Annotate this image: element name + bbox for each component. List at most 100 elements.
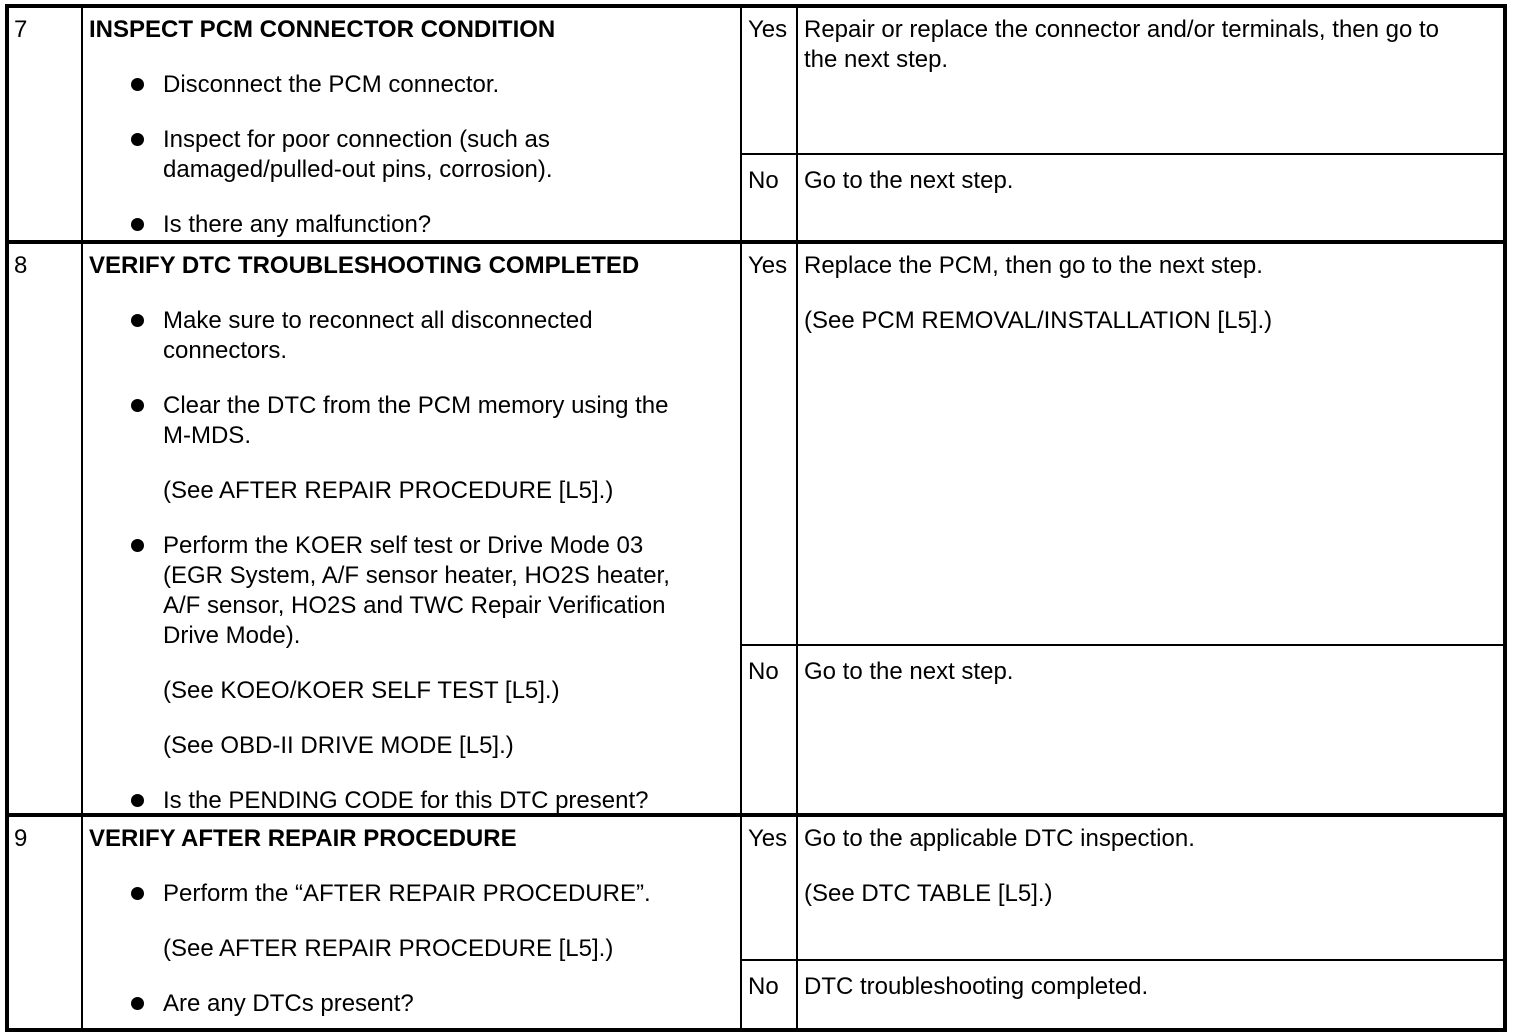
yes-label-cell: Yes xyxy=(742,817,798,959)
text-line: Are any DTCs present? xyxy=(163,990,414,1017)
text-line: (See KOEO/KOER SELF TEST [L5].) xyxy=(163,677,560,704)
yes-label: Yes xyxy=(748,16,788,43)
bullet-item: Make sure to reconnect all disconnected … xyxy=(89,306,740,366)
text-line: (See PCM REMOVAL/INSTALLATION [L5].) xyxy=(804,307,1273,334)
text-line: Go to the next step. xyxy=(804,658,1014,685)
bullet-item: Inspect for poor connection (such as dam… xyxy=(89,125,740,185)
bullet-item: Is the PENDING CODE for this DTC present… xyxy=(89,786,740,813)
bullet-icon xyxy=(131,133,144,146)
bullet-icon xyxy=(131,399,144,412)
no-label: No xyxy=(748,167,779,194)
text-line: the next step. xyxy=(804,46,949,73)
no-label-cell: No xyxy=(742,961,798,1028)
text-line: Replace the PCM, then go to the next ste… xyxy=(804,252,1263,279)
text-line: DTC troubleshooting completed. xyxy=(804,973,1149,1000)
text-line: Disconnect the PCM connector. xyxy=(163,71,500,98)
bullet-item: Disconnect the PCM connector. xyxy=(89,70,740,100)
text-line: (See DTC TABLE [L5].) xyxy=(804,880,1053,907)
text-line: (See OBD-II DRIVE MODE [L5].) xyxy=(163,732,514,759)
bullet-icon xyxy=(131,314,144,327)
yes-label: Yes xyxy=(748,825,788,852)
bullet-item: Perform the “AFTER REPAIR PROCEDURE”. xyxy=(89,879,740,909)
text-line: Make sure to reconnect all disconnected xyxy=(163,307,593,334)
text-line: Repair or replace the connector and/or t… xyxy=(804,16,1440,43)
bullet-item: Clear the DTC from the PCM memory using … xyxy=(89,391,740,451)
yes-subrow: Yes Go to the applicable DTC inspection.… xyxy=(742,817,1503,959)
bullet-icon xyxy=(131,997,144,1010)
bullet-icon xyxy=(131,794,144,807)
no-result-cell: Go to the next step. xyxy=(798,646,1503,813)
yes-result-cell: Replace the PCM, then go to the next ste… xyxy=(798,244,1503,644)
description-cell: INSPECT PCM CONNECTOR CONDITION Disconne… xyxy=(83,8,742,240)
no-result-cell: DTC troubleshooting completed. xyxy=(798,961,1503,1028)
text-line: Drive Mode). xyxy=(163,622,301,649)
no-subrow: No Go to the next step. xyxy=(742,153,1503,240)
no-subrow: No Go to the next step. xyxy=(742,644,1503,813)
troubleshooting-table: 7 INSPECT PCM CONNECTOR CONDITION Discon… xyxy=(5,4,1507,1032)
bullet-item: Are any DTCs present? xyxy=(89,989,740,1019)
yes-result-cell: Go to the applicable DTC inspection. (Se… xyxy=(798,817,1503,959)
step-number: 9 xyxy=(14,825,28,852)
result-paragraph: Go to the next step. xyxy=(804,166,1503,196)
text-line: damaged/pulled-out pins, corrosion). xyxy=(163,156,553,183)
yes-subrow: Yes Repair or replace the connector and/… xyxy=(742,8,1503,153)
step-title: VERIFY DTC TROUBLESHOOTING COMPLETED xyxy=(89,252,640,279)
result-paragraph: Go to the applicable DTC inspection. xyxy=(804,824,1503,854)
bullet-icon xyxy=(131,218,144,231)
action-column: Yes Repair or replace the connector and/… xyxy=(742,8,1503,240)
description-cell: VERIFY AFTER REPAIR PROCEDURE Perform th… xyxy=(83,817,742,1028)
step-cell: 8 xyxy=(9,244,83,813)
step-title: VERIFY AFTER REPAIR PROCEDURE xyxy=(89,825,517,852)
yes-subrow: Yes Replace the PCM, then go to the next… xyxy=(742,244,1503,644)
table-row-step-8: 8 VERIFY DTC TROUBLESHOOTING COMPLETED M… xyxy=(9,240,1503,813)
result-paragraph: Go to the next step. xyxy=(804,657,1503,687)
yes-label-cell: Yes xyxy=(742,8,798,153)
text-line: Inspect for poor connection (such as xyxy=(163,126,550,153)
no-result-cell: Go to the next step. xyxy=(798,155,1503,240)
yes-label: Yes xyxy=(748,252,788,279)
table-row-step-7: 7 INSPECT PCM CONNECTOR CONDITION Discon… xyxy=(9,8,1503,240)
see-reference: (See AFTER REPAIR PROCEDURE [L5].) xyxy=(89,476,740,506)
action-column: Yes Replace the PCM, then go to the next… xyxy=(742,244,1503,813)
see-reference: (See KOEO/KOER SELF TEST [L5].) xyxy=(89,676,740,706)
text-line: (EGR System, A/F sensor heater, HO2S hea… xyxy=(163,562,670,589)
no-label: No xyxy=(748,973,779,1000)
result-paragraph: (See PCM REMOVAL/INSTALLATION [L5].) xyxy=(804,306,1503,336)
step-number: 8 xyxy=(14,252,28,279)
text-line: Go to the next step. xyxy=(804,167,1014,194)
no-label: No xyxy=(748,658,779,685)
text-line: M-MDS. xyxy=(163,422,251,449)
text-line: Is there any malfunction? xyxy=(163,211,432,238)
bullet-icon xyxy=(131,887,144,900)
table-row-step-9: 9 VERIFY AFTER REPAIR PROCEDURE Perform … xyxy=(9,813,1503,1028)
yes-label-cell: Yes xyxy=(742,244,798,644)
result-paragraph: Repair or replace the connector and/or t… xyxy=(804,15,1503,75)
step-title: INSPECT PCM CONNECTOR CONDITION xyxy=(89,16,556,43)
bullet-icon xyxy=(131,539,144,552)
step-cell: 7 xyxy=(9,8,83,240)
bullet-item: Perform the KOER self test or Drive Mode… xyxy=(89,531,740,651)
result-paragraph: DTC troubleshooting completed. xyxy=(804,972,1503,1002)
see-reference: (See AFTER REPAIR PROCEDURE [L5].) xyxy=(89,934,740,964)
text-line: (See AFTER REPAIR PROCEDURE [L5].) xyxy=(163,477,614,504)
bullet-item: Is there any malfunction? xyxy=(89,210,740,240)
text-line: Is the PENDING CODE for this DTC present… xyxy=(163,787,649,813)
description-cell: VERIFY DTC TROUBLESHOOTING COMPLETED Mak… xyxy=(83,244,742,813)
result-paragraph: Replace the PCM, then go to the next ste… xyxy=(804,251,1503,281)
text-line: Perform the KOER self test or Drive Mode… xyxy=(163,532,644,559)
no-label-cell: No xyxy=(742,646,798,813)
text-line: connectors. xyxy=(163,337,288,364)
action-column: Yes Go to the applicable DTC inspection.… xyxy=(742,817,1503,1028)
see-reference: (See OBD-II DRIVE MODE [L5].) xyxy=(89,731,740,761)
text-line: Clear the DTC from the PCM memory using … xyxy=(163,392,669,419)
step-number: 7 xyxy=(14,16,28,43)
result-paragraph: (See DTC TABLE [L5].) xyxy=(804,879,1503,909)
text-line: Perform the “AFTER REPAIR PROCEDURE”. xyxy=(163,880,651,907)
step-cell: 9 xyxy=(9,817,83,1028)
no-subrow: No DTC troubleshooting completed. xyxy=(742,959,1503,1028)
no-label-cell: No xyxy=(742,155,798,240)
bullet-icon xyxy=(131,78,144,91)
text-line: (See AFTER REPAIR PROCEDURE [L5].) xyxy=(163,935,614,962)
text-line: A/F sensor, HO2S and TWC Repair Verifica… xyxy=(163,592,666,619)
yes-result-cell: Repair or replace the connector and/or t… xyxy=(798,8,1503,153)
